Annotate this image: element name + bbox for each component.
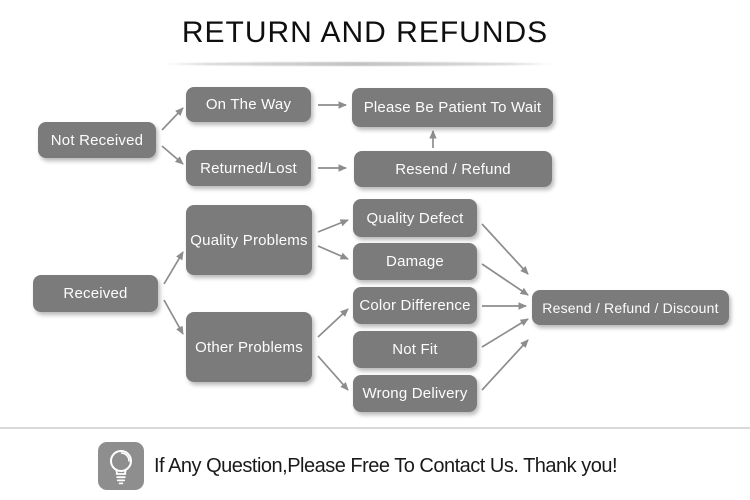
lightbulb-icon: [98, 442, 144, 490]
node-label: Not Received: [50, 131, 144, 149]
node-label: Resend / Refund / Discount: [542, 299, 719, 316]
arrow-received-to-quality-problems: [163, 251, 184, 285]
node-quality-defect: Quality Defect: [353, 199, 477, 237]
node-returned-lost: Returned/Lost: [186, 150, 311, 186]
node-received: Received: [33, 275, 158, 312]
footer-text: If Any Question,Please Free To Contact U…: [154, 454, 618, 477]
node-quality-problems: Quality Problems: [186, 205, 312, 275]
arrow-other-problems-to-color-difference: [317, 308, 349, 338]
node-label: Quality Problems: [190, 231, 308, 249]
footer-divider: [0, 427, 750, 429]
node-label: Damage: [386, 253, 444, 270]
arrow-not-received-to-on-the-way: [161, 107, 184, 131]
arrow-quality-problems-to-damage: [317, 245, 349, 260]
node-on-the-way: On The Way: [186, 87, 311, 122]
node-not-received: Not Received: [38, 122, 156, 158]
node-label: Please Be Patient To Wait: [363, 99, 542, 116]
page-title: RETURN AND REFUNDS: [181, 16, 549, 49]
arrow-quality-problems-to-quality-defect: [317, 219, 349, 233]
arrow-not-received-to-returned-lost: [161, 145, 184, 165]
node-damage: Damage: [353, 243, 477, 280]
arrow-damage-to-resend-refund-discount: [481, 263, 529, 296]
node-wrong-delivery: Wrong Delivery: [353, 375, 477, 412]
node-label: Color Difference: [359, 297, 471, 314]
node-other-problems: Other Problems: [186, 312, 312, 382]
node-color-difference: Color Difference: [353, 287, 477, 324]
node-not-fit: Not Fit: [353, 331, 477, 368]
node-label: Returned/Lost: [200, 159, 297, 177]
footer-note: If Any Question,Please Free To Contact U…: [98, 442, 618, 490]
arrow-other-problems-to-wrong-delivery: [317, 355, 349, 391]
arrow-quality-defect-to-resend-refund-discount: [481, 223, 529, 275]
node-please-be-patient: Please Be Patient To Wait: [352, 88, 553, 127]
arrow-received-to-other-problems: [163, 299, 184, 335]
node-label: Not Fit: [392, 341, 438, 358]
node-label: Resend / Refund: [395, 160, 511, 178]
arrow-not-fit-to-resend-refund-discount: [481, 318, 529, 348]
node-label: Quality Defect: [366, 209, 464, 227]
arrow-wrong-delivery-to-resend-refund-discount: [481, 339, 529, 391]
node-label: Other Problems: [195, 338, 303, 356]
title-underline: [160, 62, 556, 66]
node-label: On The Way: [205, 96, 292, 113]
node-label: Received: [63, 285, 128, 302]
node-resend-refund: Resend / Refund: [354, 151, 552, 187]
node-resend-refund-discount: Resend / Refund / Discount: [532, 290, 729, 325]
node-label: Wrong Delivery: [362, 385, 468, 402]
